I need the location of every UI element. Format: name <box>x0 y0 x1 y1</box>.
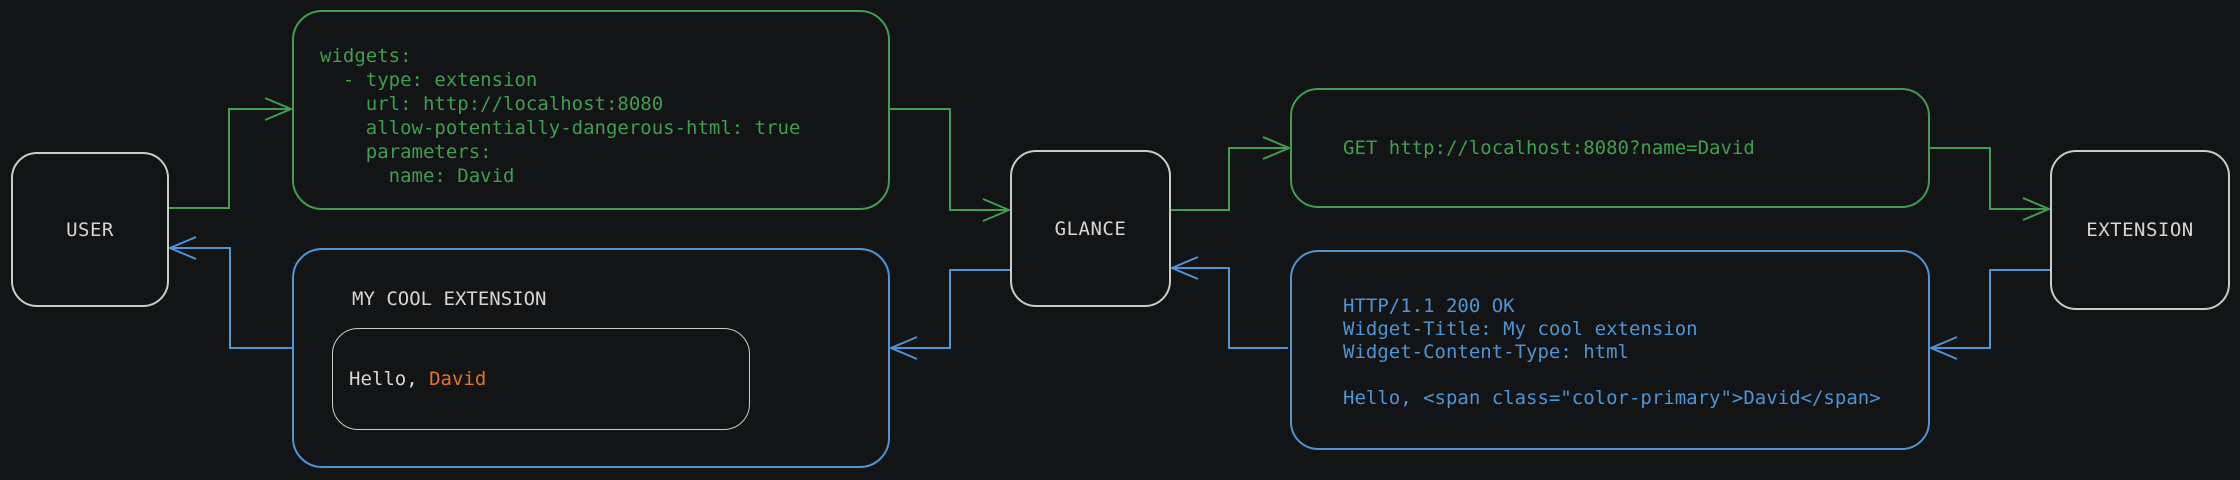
user-node: USER <box>11 152 169 307</box>
config-line: allow-potentially-dangerous-html: true <box>320 117 801 139</box>
config-line: widgets: <box>320 45 412 67</box>
arrow-extension-to-response <box>1928 269 2050 360</box>
arrowhead-left-icon <box>888 336 918 360</box>
arrowhead-right-icon <box>2022 197 2052 221</box>
arrowhead-left-icon <box>1928 336 1958 360</box>
http-request-text: GET http://localhost:8080?name=David <box>1343 137 1755 159</box>
config-yaml-box: widgets: - type: extension url: http://l… <box>292 10 890 210</box>
arrowhead-right-icon <box>982 198 1012 222</box>
config-line: - type: extension <box>320 69 538 91</box>
extension-node-label: EXTENSION <box>2086 219 2194 241</box>
http-request-box: GET http://localhost:8080?name=David <box>1290 88 1930 208</box>
widget-greeting-box: Hello, David <box>332 328 750 430</box>
arrow-glance-to-request <box>1171 136 1292 211</box>
config-line: name: David <box>320 165 515 187</box>
widget-title: MY COOL EXTENSION <box>352 288 547 310</box>
http-response-box: HTTP/1.1 200 OK Widget-Title: My cool ex… <box>1290 250 1930 450</box>
arrowhead-left-icon <box>1169 256 1199 280</box>
arrowhead-left-icon <box>167 236 197 260</box>
extension-node: EXTENSION <box>2050 150 2230 310</box>
arrow-response-to-glance <box>1169 256 1288 349</box>
response-line: HTTP/1.1 200 OK <box>1343 295 1515 317</box>
glance-node-label: GLANCE <box>1054 217 1127 240</box>
arrowhead-right-icon <box>264 97 294 121</box>
response-line: Hello, <span class="color-primary">David… <box>1343 387 1881 409</box>
response-line <box>1343 364 1928 387</box>
arrow-glance-to-widget <box>888 269 1010 360</box>
glance-node: GLANCE <box>1010 150 1171 307</box>
user-node-label: USER <box>66 218 114 241</box>
arrow-user-to-config <box>169 97 294 209</box>
arrow-request-to-extension <box>1930 147 2052 221</box>
config-line: parameters: <box>320 141 492 163</box>
config-line: url: http://localhost:8080 <box>320 93 664 115</box>
response-line: Widget-Content-Type: html <box>1343 341 1629 363</box>
rendered-widget-box: MY COOL EXTENSION Hello, David <box>292 248 890 468</box>
greeting-name: David <box>429 368 487 390</box>
arrowhead-right-icon <box>1262 136 1292 160</box>
arrow-config-to-glance <box>890 108 1012 222</box>
response-line: Widget-Title: My cool extension <box>1343 318 1698 340</box>
arrow-widget-to-user <box>167 236 292 349</box>
greeting-prefix: Hello, <box>349 368 430 390</box>
